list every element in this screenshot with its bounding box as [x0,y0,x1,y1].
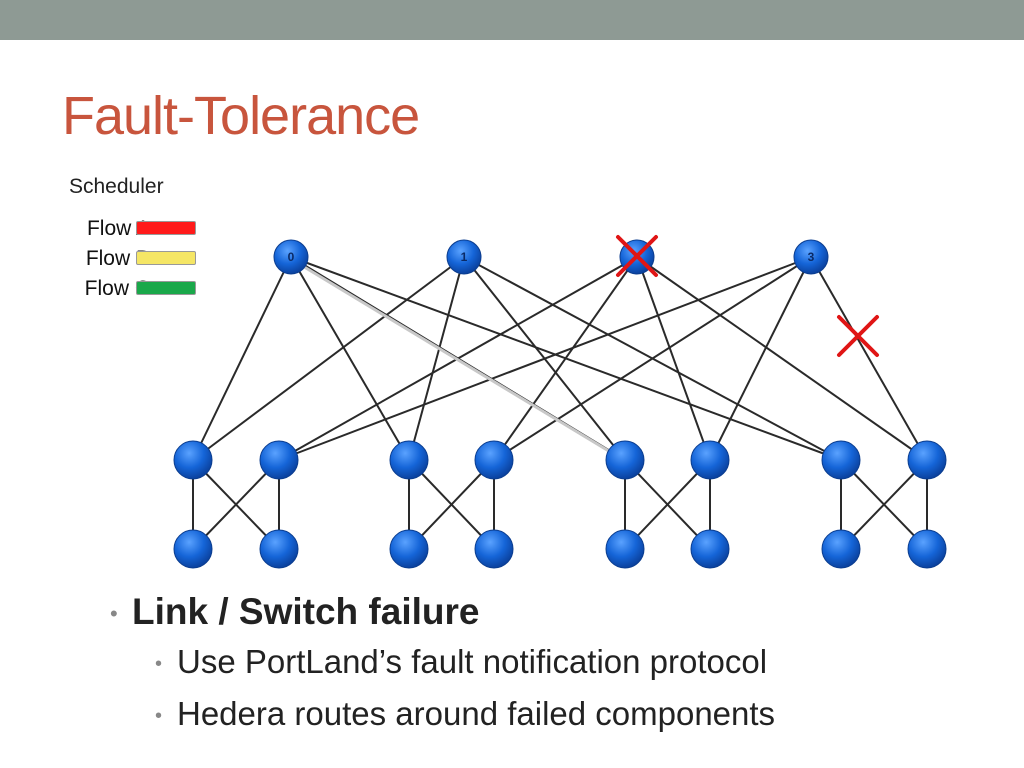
legend-label: Flow A [86,217,150,240]
edge-switch [821,529,861,569]
failure-x-stroke [837,315,879,357]
edge-switch [259,529,299,569]
core-agg-link [493,256,812,461]
aggregation-switch [907,440,947,480]
highlight-path-link [295,260,618,458]
bullet-main-text: Link / Switch failure [132,591,480,632]
core-agg-link [709,256,812,461]
bullet-sub-text: Hedera routes around failed components [177,695,776,732]
core-agg-link [636,256,928,461]
core-agg-link [493,256,638,461]
core-switch: 0 [273,239,309,275]
legend-item-flow-c: Flow C [30,276,200,306]
failure-x-stroke [616,235,658,277]
legend-swatch-yellow [136,251,196,265]
legend-item-flow-b: Flow B [30,246,200,276]
slide-title: Fault-Tolerance [62,86,420,146]
agg-edge-link [840,459,928,550]
core-agg-link [192,256,292,461]
network-links [192,256,928,550]
bullet-list: • Link / Switch failure • Use PortLand’s… [110,588,990,740]
core-agg-link [290,256,410,461]
aggregation-switch [474,440,514,480]
core-switch-label: 0 [288,250,295,264]
agg-edge-link [192,459,280,550]
core-switch-label: 1 [461,250,468,264]
failed-switch-x-icon [616,235,658,277]
edge-switch [690,529,730,569]
legend-swatch-green [136,281,196,295]
aggregation-switch [259,440,299,480]
agg-edge-link [408,459,495,550]
edge-switch [389,529,429,569]
legend-label: Flow C [84,277,150,300]
failed-link-x-icon [837,315,879,357]
bullet-sub-2: • Hedera routes around failed components [155,695,776,732]
core-switch-label: 3 [808,250,815,264]
core-switch: 1 [446,239,482,275]
agg-edge-link [624,459,711,550]
edge-switch [605,529,645,569]
aggregation-switch [821,440,861,480]
core-agg-link [636,256,711,461]
scheduler-label: Scheduler [69,175,164,198]
legend-item-flow-a: Flow A [30,216,200,246]
edge-switch [173,529,213,569]
flow-legend: Flow A Flow B Flow C [30,216,200,306]
aggregation-switch [690,440,730,480]
core-agg-link [408,256,465,461]
legend-swatch-red [136,221,196,235]
edge-switch [907,529,947,569]
bullet-sub-1: • Use PortLand’s fault notification prot… [155,643,768,680]
bullet-main: • Link / Switch failure [110,591,480,632]
aggregation-switch [389,440,429,480]
top-bar [0,0,1024,40]
aggregation-switch [605,440,645,480]
failure-marks [616,235,879,357]
network-nodes: 0 1 3 [173,239,947,569]
core-agg-link [192,256,465,461]
legend-label: Flow B [85,247,150,270]
core-switch: 3 [793,239,829,275]
core-agg-link [278,256,812,461]
bullet-sub-text: Use PortLand’s fault notification protoc… [177,643,768,680]
core-agg-link [810,256,928,461]
aggregation-switch [173,440,213,480]
edge-switch [474,529,514,569]
